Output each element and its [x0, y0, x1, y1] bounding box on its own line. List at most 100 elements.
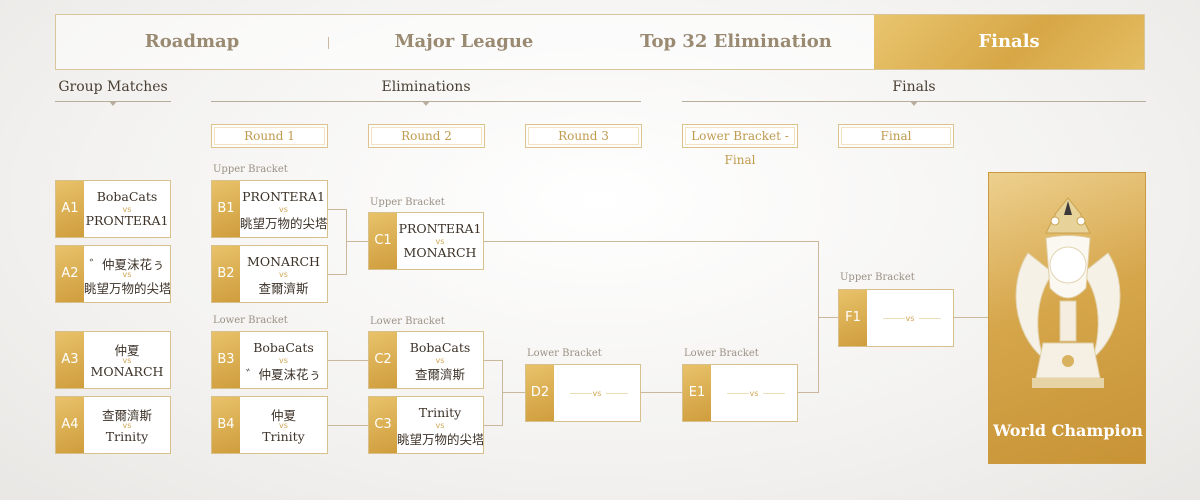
- connector: [502, 360, 503, 426]
- connector: [328, 209, 346, 210]
- match-card-B1[interactable]: B1 PRONTERA1 vs 眺望万物的尖塔: [211, 180, 328, 238]
- caret-down-icon: [422, 101, 430, 106]
- team-name: ゛仲夏沫花ぅ: [89, 257, 165, 272]
- tab-finals[interactable]: Finals: [874, 15, 1144, 69]
- match-card-A3[interactable]: A3 仲夏 vs MONARCH: [55, 331, 171, 389]
- match-id-badge: C1: [369, 213, 397, 269]
- vs-label: vs: [279, 270, 288, 279]
- match-id-badge: B2: [212, 246, 240, 302]
- connector: [954, 317, 988, 318]
- round-1-label: Round 1: [211, 124, 328, 148]
- lower-bracket-label: Lower Bracket: [370, 316, 445, 327]
- upper-bracket-label: Upper Bracket: [213, 164, 288, 175]
- connector: [346, 209, 347, 275]
- connector: [641, 392, 682, 393]
- match-id-badge: A2: [56, 246, 84, 302]
- vs-label: vs: [435, 421, 445, 430]
- team-name: 眺望万物的尖塔: [240, 216, 327, 231]
- team-name: 眺望万物的尖塔: [84, 281, 170, 296]
- tab-major-league[interactable]: Major League: [394, 31, 534, 52]
- vs-label: vs: [435, 237, 445, 246]
- team-name: MONARCH: [90, 364, 164, 379]
- team-name: 仲夏: [270, 408, 296, 423]
- match-id-badge: A1: [56, 181, 84, 237]
- upper-bracket-label: Upper Bracket: [840, 272, 915, 283]
- vs-line: [606, 393, 628, 394]
- vs-line: [763, 393, 785, 394]
- team-name: PRONTERA1: [85, 213, 169, 228]
- tab-divider: [328, 37, 329, 49]
- match-card-B3[interactable]: B3 BobaCats vs ゛仲夏沫花ぅ: [211, 331, 328, 389]
- vs-label: vs: [122, 356, 132, 365]
- final-label: Final: [838, 124, 954, 148]
- connector: [346, 241, 368, 242]
- vs-label: vs: [905, 314, 915, 323]
- match-id-badge: B3: [212, 332, 240, 388]
- vs-label: vs: [122, 270, 132, 279]
- lower-bracket-label: Lower Bracket: [213, 315, 288, 326]
- vs-line: [727, 393, 749, 394]
- upper-bracket-label: Upper Bracket: [370, 197, 445, 208]
- vs-line: [883, 318, 905, 319]
- match-id-badge: F1: [839, 290, 867, 346]
- team-name: ゛仲夏沫花ぅ: [245, 367, 321, 382]
- vs-label: vs: [592, 389, 602, 398]
- match-card-C3[interactable]: C3 Trinity vs 眺望万物的尖塔: [368, 396, 484, 454]
- team-name: BobaCats: [96, 189, 158, 204]
- stage-tabs: Roadmap Major League Top 32 Elimination …: [55, 14, 1145, 70]
- match-card-A4[interactable]: A4 查爾濟斯 vs Trinity: [55, 396, 171, 454]
- connector: [328, 425, 368, 426]
- tab-roadmap[interactable]: Roadmap: [144, 31, 240, 52]
- connector: [818, 317, 838, 318]
- match-card-A2[interactable]: A2 ゛仲夏沫花ぅ vs 眺望万物的尖塔: [55, 245, 171, 303]
- match-id-badge: E1: [683, 365, 711, 421]
- connector: [502, 392, 525, 393]
- lower-bracket-final-label: Lower Bracket -: [682, 124, 798, 148]
- match-card-C2[interactable]: C2 BobaCats vs 查爾濟斯: [368, 331, 484, 389]
- match-id-badge: A3: [56, 332, 84, 388]
- vs-line: [570, 393, 592, 394]
- connector: [484, 241, 818, 242]
- connector: [328, 274, 346, 275]
- team-name: Trinity: [418, 405, 462, 420]
- world-champion-label: World Champion: [993, 421, 1143, 440]
- match-id-badge: B4: [212, 397, 240, 453]
- match-card-E1[interactable]: E1 vs: [682, 364, 798, 422]
- lower-bracket-final-label-cont: Final: [724, 153, 756, 167]
- team-name: PRONTERA1: [242, 189, 325, 204]
- finals-title: Finals: [892, 79, 936, 95]
- vs-label: vs: [279, 205, 288, 214]
- connector: [484, 360, 502, 361]
- team-name: Trinity: [105, 429, 149, 444]
- team-name: BobaCats: [409, 340, 471, 355]
- team-name: MONARCH: [247, 254, 320, 269]
- round-3-label: Round 3: [525, 124, 642, 148]
- connector: [328, 360, 368, 361]
- trophy-icon: [1015, 197, 1121, 388]
- match-card-C1[interactable]: C1 PRONTERA1 vs MONARCH: [368, 212, 484, 270]
- team-name: 查爾濟斯: [101, 408, 152, 423]
- team-name: 查爾濟斯: [414, 367, 465, 382]
- match-card-D2[interactable]: D2 vs: [525, 364, 641, 422]
- caret-down-icon: [109, 101, 117, 106]
- match-card-F1[interactable]: F1 vs: [838, 289, 954, 347]
- match-card-A1[interactable]: A1 BobaCats vs PRONTERA1: [55, 180, 171, 238]
- connector: [484, 425, 502, 426]
- group-matches-title: Group Matches: [58, 79, 168, 95]
- vs-label: vs: [122, 205, 132, 214]
- lower-bracket-label: Lower Bracket: [527, 348, 602, 359]
- round-2-label: Round 2: [368, 124, 485, 148]
- team-name: MONARCH: [403, 245, 477, 260]
- team-name: 查爾濟斯: [258, 281, 309, 296]
- caret-down-icon: [910, 101, 918, 106]
- vs-line: [919, 318, 941, 319]
- team-name: Trinity: [262, 429, 305, 444]
- lower-bracket-label: Lower Bracket: [684, 348, 759, 359]
- tab-top32-elimination[interactable]: Top 32 Elimination: [640, 31, 832, 52]
- match-card-B4[interactable]: B4 仲夏 vs Trinity: [211, 396, 328, 454]
- match-id-badge: B1: [212, 181, 240, 237]
- match-id-badge: C3: [369, 397, 397, 453]
- vs-label: vs: [279, 421, 288, 430]
- team-name: BobaCats: [253, 340, 314, 355]
- match-card-B2[interactable]: B2 MONARCH vs 查爾濟斯: [211, 245, 328, 303]
